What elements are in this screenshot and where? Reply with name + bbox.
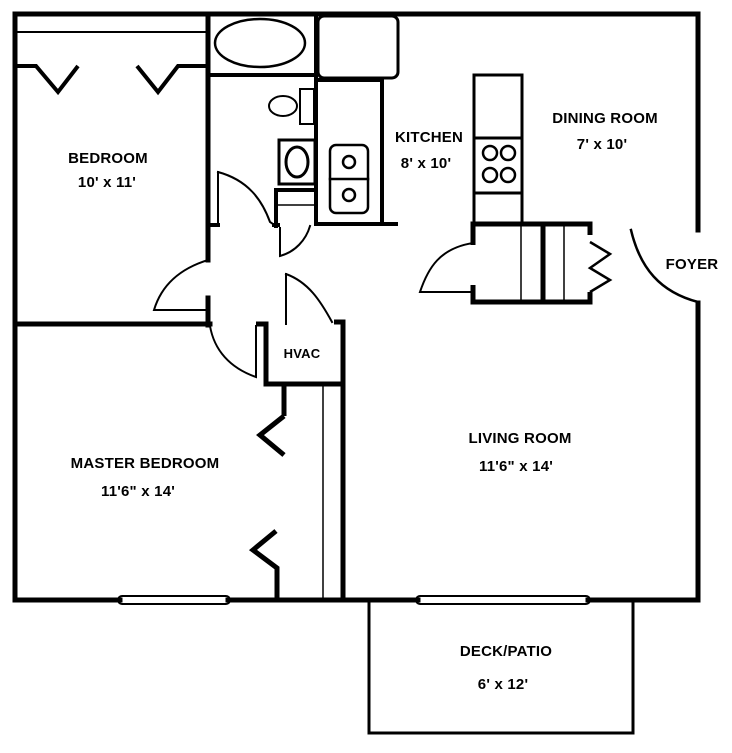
bedroom-name: BEDROOM bbox=[68, 150, 148, 167]
bathtub bbox=[213, 17, 307, 69]
master-living-wall bbox=[248, 384, 346, 600]
refrigerator bbox=[316, 14, 400, 80]
hvac-walls bbox=[256, 319, 346, 387]
pantry-shelves bbox=[520, 225, 565, 301]
bedroom-closet-doors bbox=[17, 64, 206, 96]
pantry-bifold-door bbox=[587, 240, 613, 294]
stove-burners bbox=[481, 144, 517, 184]
pantry-door-swing bbox=[418, 241, 475, 293]
outer-walls bbox=[12, 11, 701, 603]
sliding-glass-doors bbox=[117, 595, 591, 605]
kitchen-size: 8' x 10' bbox=[400, 155, 452, 172]
foyer-name: FOYER bbox=[665, 256, 719, 273]
master-bedroom-name: MASTER BEDROOM bbox=[70, 455, 220, 472]
living-room-name: LIVING ROOM bbox=[468, 430, 572, 447]
kitchen-name: KITCHEN bbox=[394, 129, 464, 146]
pantry-walls bbox=[470, 221, 593, 305]
bathroom-sink bbox=[277, 138, 317, 186]
master-door-swing bbox=[208, 324, 257, 379]
deck-patio-name: DECK/PATIO bbox=[459, 643, 553, 660]
dining-room-size: 7' x 10' bbox=[576, 136, 628, 153]
bedroom-door-swing bbox=[216, 170, 278, 228]
dining-room-name: DINING ROOM bbox=[552, 110, 658, 127]
kitchen-counter bbox=[314, 78, 398, 226]
linen-door-swing bbox=[279, 224, 312, 258]
bathroom-door-swing bbox=[152, 258, 210, 311]
foyer-door-swing bbox=[629, 228, 700, 304]
living-room-size: 11'6" x 14' bbox=[478, 458, 554, 475]
toilet bbox=[268, 88, 315, 125]
deck-patio bbox=[367, 600, 635, 735]
master-bedroom-size: 11'6" x 14' bbox=[100, 483, 176, 500]
bedroom-size: 10' x 11' bbox=[77, 174, 137, 191]
hvac-name: HVAC bbox=[283, 346, 321, 361]
deck-patio-size: 6' x 12' bbox=[477, 676, 529, 693]
hvac-door-swing bbox=[284, 272, 334, 325]
kitchen-sink bbox=[328, 143, 370, 215]
linen-closet bbox=[274, 188, 318, 228]
bedroom-walls bbox=[12, 11, 213, 328]
